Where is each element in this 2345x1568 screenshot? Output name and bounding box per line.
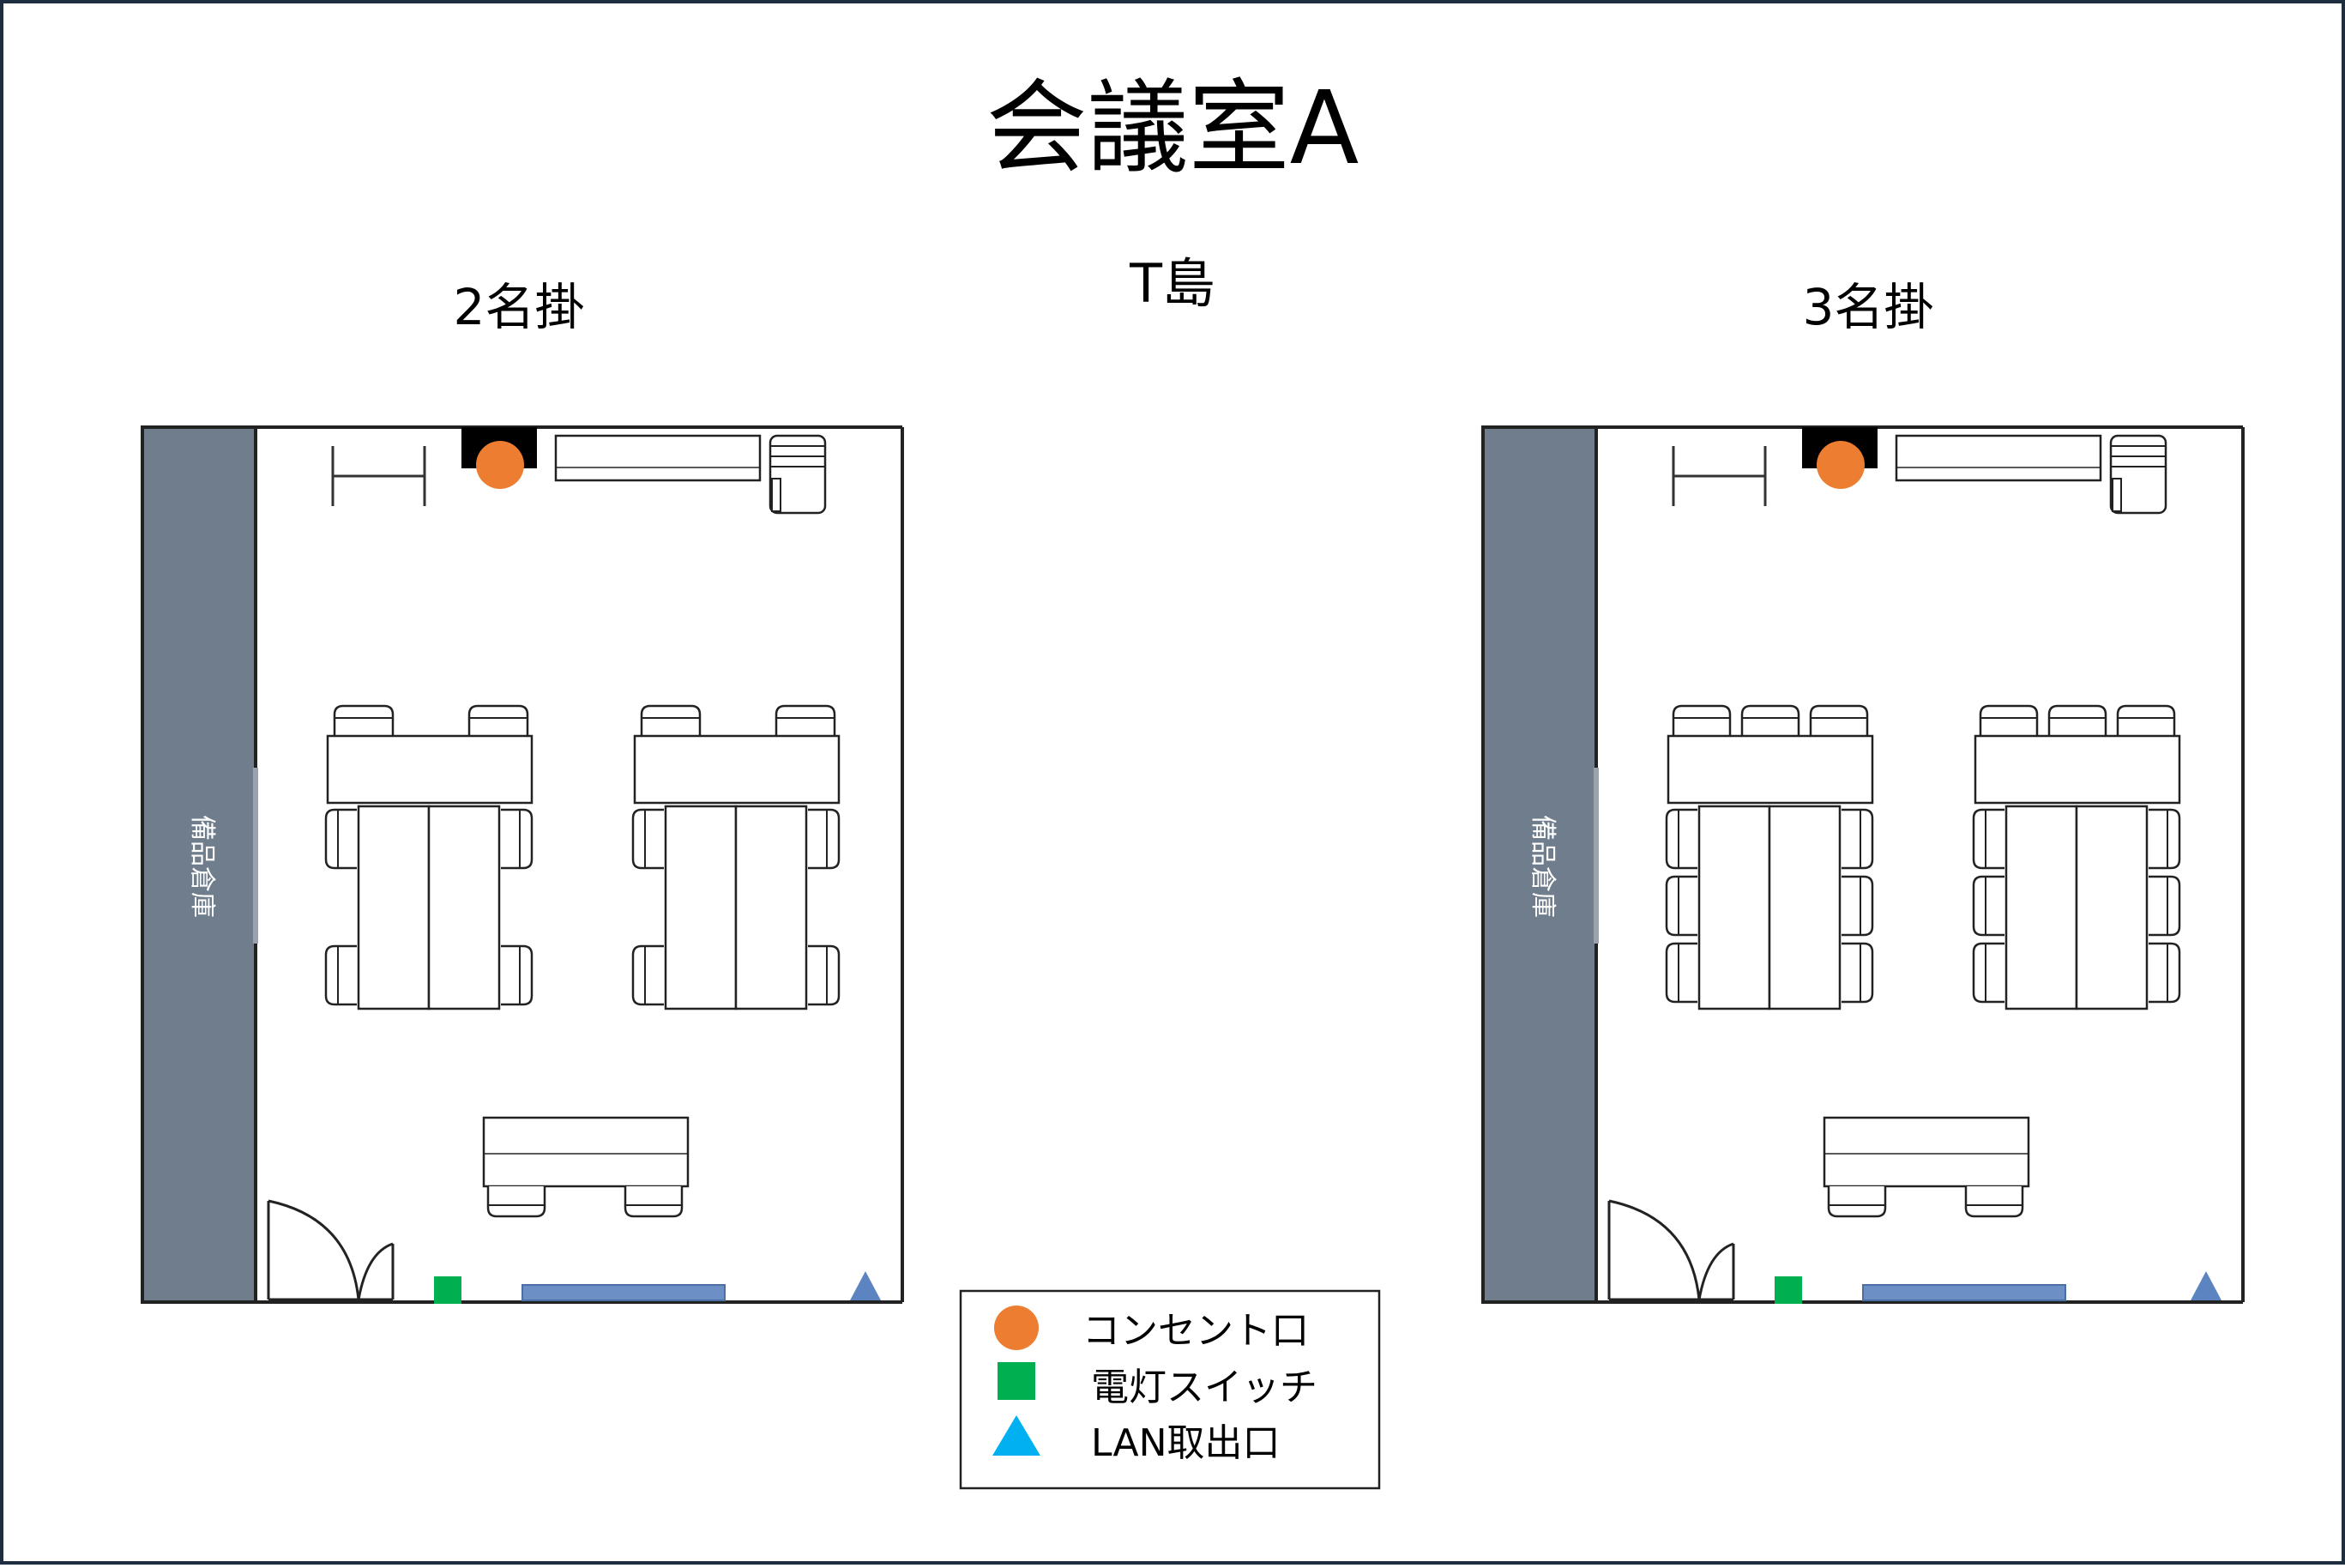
- chair: [624, 1186, 684, 1218]
- chair: [1972, 942, 2004, 1004]
- cabinet: [1895, 434, 2102, 482]
- door-swing: [1608, 1199, 1701, 1300]
- orange-circle-icon: [994, 1306, 1039, 1350]
- chair: [2116, 704, 2176, 736]
- chair: [1665, 942, 1697, 1004]
- chair: [1665, 808, 1697, 870]
- chair: [467, 704, 529, 736]
- chair: [333, 704, 395, 736]
- storage-room-label: 備品倉庫: [187, 815, 217, 918]
- chair: [501, 808, 534, 870]
- head-table: [633, 734, 841, 805]
- chair: [1842, 808, 1874, 870]
- side-table: [2075, 805, 2149, 1010]
- chair: [324, 808, 357, 870]
- green-square-icon: [434, 1276, 461, 1304]
- chair: [808, 808, 841, 870]
- legend-label-outlet: コンセント口: [1082, 1309, 1309, 1353]
- blue-triangle-icon: [850, 1271, 881, 1300]
- orange-circle-icon: [476, 441, 524, 489]
- chair: [1842, 875, 1874, 937]
- chair: [1972, 875, 2004, 937]
- chair: [631, 808, 664, 870]
- chair: [2149, 875, 2181, 937]
- side-table: [1697, 805, 1771, 1010]
- storage-room-label: 備品倉庫: [1528, 815, 1558, 918]
- stacked-chair-arm: [2112, 478, 2122, 512]
- chair: [324, 944, 357, 1006]
- side-table: [427, 805, 501, 1010]
- chair: [640, 704, 702, 736]
- chair: [1972, 808, 2004, 870]
- screen-strip: [521, 1284, 726, 1301]
- storage-room: [1481, 425, 1598, 1304]
- side-table: [664, 805, 738, 1010]
- green-square-icon: [1775, 1276, 1802, 1304]
- chair: [1964, 1186, 2024, 1218]
- chair: [775, 704, 836, 736]
- chair: [631, 944, 664, 1006]
- chair: [2149, 808, 2181, 870]
- door-swing: [1697, 1242, 1734, 1300]
- chair: [501, 944, 534, 1006]
- stacked-chair-arm: [771, 478, 781, 512]
- layout-label-2-seat: 2名掛: [454, 278, 585, 336]
- chair: [808, 944, 841, 1006]
- room-plan-3-seat: 備品倉庫: [1481, 425, 2245, 1304]
- chair: [1979, 704, 2039, 736]
- stacked-chairs: [769, 434, 827, 515]
- chair: [1740, 704, 1800, 736]
- orange-circle-icon: [1817, 441, 1865, 489]
- room-plan-2-seat: 備品倉庫: [141, 425, 904, 1304]
- blue-triangle-icon: [992, 1415, 1040, 1456]
- door-swing: [357, 1242, 394, 1300]
- chair: [1842, 942, 1874, 1004]
- front-table: [482, 1116, 690, 1188]
- blue-triangle-icon: [2191, 1271, 2221, 1300]
- head-table: [326, 734, 534, 805]
- cabinet: [554, 434, 762, 482]
- front-table: [1823, 1116, 2030, 1188]
- side-table: [357, 805, 431, 1010]
- head-table: [1974, 734, 2181, 805]
- chair: [2047, 704, 2107, 736]
- legend-label-switch: 電灯スイッチ: [1091, 1366, 1317, 1409]
- side-table: [1768, 805, 1842, 1010]
- stacked-chairs: [2109, 434, 2167, 515]
- head-table: [1667, 734, 1874, 805]
- door-swing: [268, 1199, 360, 1300]
- chair: [486, 1186, 546, 1218]
- legend: コンセント口 電灯スイッチ LAN取出口: [959, 1289, 1381, 1490]
- side-table: [734, 805, 808, 1010]
- green-square-icon: [998, 1362, 1035, 1400]
- storage-room: [141, 425, 257, 1304]
- chair: [1672, 704, 1732, 736]
- chair: [1665, 875, 1697, 937]
- screen-strip: [1862, 1284, 2066, 1301]
- legend-label-lan: LAN取出口: [1091, 1421, 1281, 1465]
- chair: [1809, 704, 1869, 736]
- chair: [2149, 942, 2181, 1004]
- chair: [1827, 1186, 1887, 1218]
- layout-type-label: T島: [1129, 252, 1215, 315]
- room-title: 会議室A: [986, 69, 1359, 187]
- side-table: [2004, 805, 2078, 1010]
- layout-label-3-seat: 3名掛: [1803, 278, 1934, 336]
